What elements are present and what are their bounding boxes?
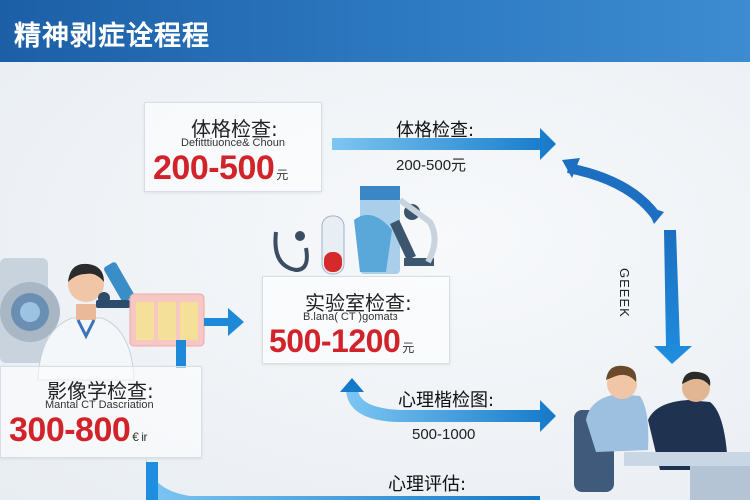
lab-equipment-illustration: [273, 186, 438, 275]
arrow-side-label: GEEEK: [617, 268, 632, 318]
consultation-illustration: [574, 365, 750, 500]
card-physical-price-value: 200-500: [153, 149, 275, 187]
arrow-physical-price: 200-500元: [396, 157, 467, 174]
arrow-physical-to-right: [332, 128, 556, 160]
card-imaging-subtitle: Mantal CT Dascriation: [45, 399, 154, 411]
sample-tray-illustration: [129, 293, 205, 347]
page-title: 精神剥症诠程程: [14, 21, 210, 52]
arrow-down-right: [654, 230, 692, 364]
card-imaging-title: 影像学检查:: [47, 379, 154, 403]
header-bar: 精神剥症诠程程: [0, 0, 750, 62]
card-lab-subtitle: B.lana( CT )gomatз: [303, 311, 398, 323]
arrow-psych-test-label: 心理楷检图:: [398, 390, 495, 411]
arrow-physical-label: 体格检查:: [396, 120, 475, 141]
card-physical-price-unit: 元: [276, 168, 288, 182]
arrow-psych-test-price: 500-1000: [412, 426, 476, 443]
arrow-psych-eval-label: 心理评估:: [388, 474, 467, 495]
microscope-icon-left: [96, 262, 134, 308]
card-imaging-price: 300-800€ ir: [9, 411, 147, 450]
card-lab-price-value: 500-1200: [269, 323, 401, 359]
card-imaging-exam: 影像学检查: Mantal CT Dascriation 300-800€ ir: [0, 366, 202, 458]
mri-machine-illustration: [0, 258, 60, 363]
card-imaging-price-value: 300-800: [9, 411, 131, 449]
doctor-illustration: [37, 263, 135, 381]
card-physical-subtitle: Defitttiuonce& Choun: [181, 137, 285, 149]
flow-arrows: [146, 128, 692, 500]
card-physical-title: 体格检查:: [191, 117, 278, 141]
card-imaging-price-unit: € ir: [132, 430, 147, 444]
card-lab-title: 实验室检查:: [305, 291, 412, 315]
card-lab-price-unit: 元: [402, 341, 414, 355]
